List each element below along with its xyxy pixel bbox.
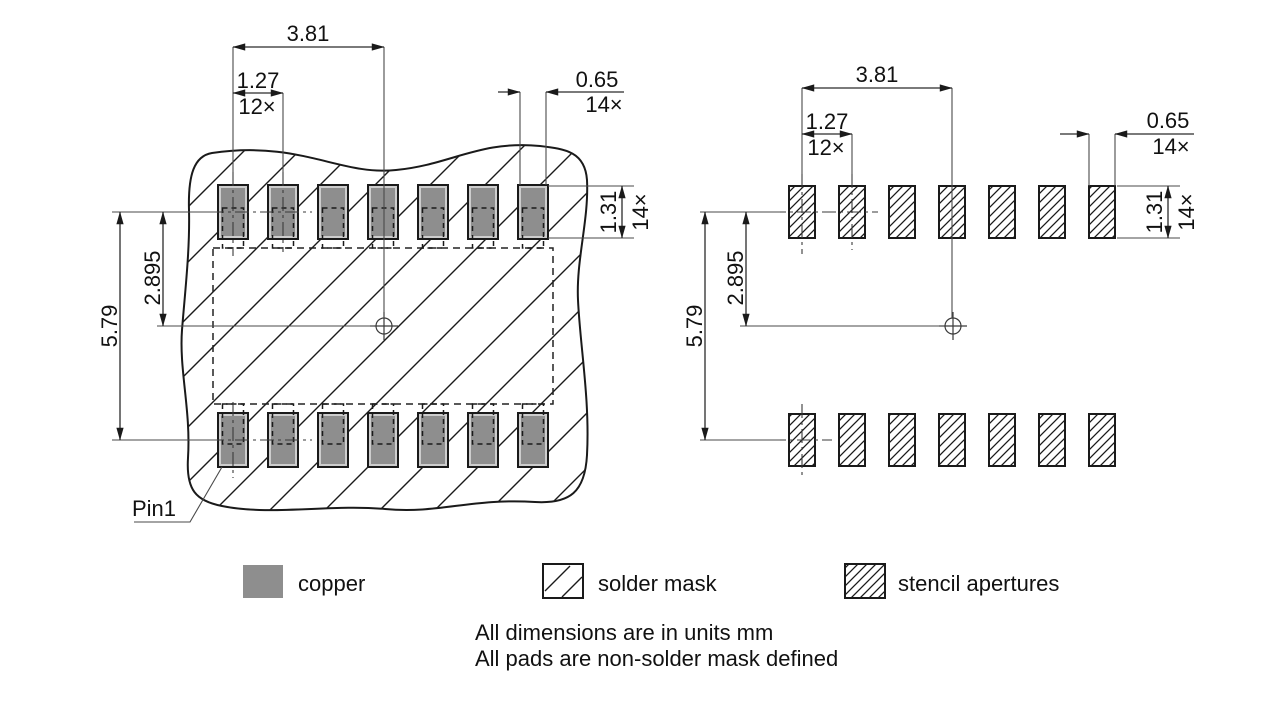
stencil-aperture xyxy=(988,185,1016,239)
dim-width-qty-label-right: 14× xyxy=(1152,134,1189,159)
dimension-lines-left xyxy=(112,43,634,523)
dim-pitch-qty-label-right: 12× xyxy=(807,135,844,160)
legend: copper solder mask stencil apertures xyxy=(243,563,1059,599)
component-pin-outline xyxy=(321,403,345,445)
component-pin-outline xyxy=(371,207,395,249)
dimension-lines-right xyxy=(700,84,1194,441)
solder-mask-opening-ring xyxy=(419,186,447,238)
stencil-aperture xyxy=(1088,185,1116,239)
dim-height-qty-label-right: 14× xyxy=(1174,193,1199,230)
copper-swatch xyxy=(243,565,283,598)
component-pin-outline xyxy=(421,403,445,445)
solder-mask-legend-label: solder mask xyxy=(598,571,718,596)
dim-pitch-qty-label-left: 12× xyxy=(238,94,275,119)
component-pin-outline xyxy=(421,207,445,249)
pin1-label: Pin1 xyxy=(132,496,176,521)
centerlines-left xyxy=(210,172,312,478)
solder-mask-opening-ring xyxy=(319,186,347,238)
solder-mask-opening-ring xyxy=(519,186,547,238)
stencil-aperture xyxy=(888,413,916,467)
dim-span-label-right: 3.81 xyxy=(856,62,899,87)
dim-half-row-label-right: 2.895 xyxy=(723,250,748,305)
component-pin-outline xyxy=(371,403,395,445)
copper-solder-mask-view: 3.81 1.27 12× 0.65 14× 1.31 14× 5.79 2.8… xyxy=(97,21,653,523)
solder-mask-opening-ring xyxy=(369,414,397,466)
stencil-aperture xyxy=(1088,413,1116,467)
drawing-notes: All dimensions are in units mm All pads … xyxy=(475,620,838,671)
solder-mask-opening-ring xyxy=(369,186,397,238)
dim-row-label-right: 5.79 xyxy=(682,305,707,348)
solder-mask-opening-ring xyxy=(469,414,497,466)
component-pin-outline xyxy=(471,403,495,445)
solder-mask-opening-ring xyxy=(519,414,547,466)
dim-height-label-left: 1.31 xyxy=(596,191,621,234)
dim-row-label-left: 5.79 xyxy=(97,305,122,348)
solder-mask-opening-ring xyxy=(469,186,497,238)
stencil-aperture xyxy=(838,413,866,467)
solder-mask-opening-ring xyxy=(319,414,347,466)
dim-height-label-right: 1.31 xyxy=(1142,191,1167,234)
stencil-apertures-legend-label: stencil apertures xyxy=(898,571,1059,596)
component-pin-outline xyxy=(521,403,545,445)
dim-width-label-right: 0.65 xyxy=(1147,108,1190,133)
dim-span-label-left: 3.81 xyxy=(287,21,330,46)
component-pin-outline xyxy=(271,403,295,445)
note-units: All dimensions are in units mm xyxy=(475,620,773,645)
stencil-aperture xyxy=(988,413,1016,467)
dim-width-label-left: 0.65 xyxy=(576,67,619,92)
stencil-aperture xyxy=(1038,185,1066,239)
dim-half-row-label-left: 2.895 xyxy=(140,250,165,305)
stencil-aperture xyxy=(888,185,916,239)
solder-mask-opening-ring xyxy=(419,414,447,466)
solder-mask-hatch xyxy=(181,145,588,511)
component-pin-outline xyxy=(471,207,495,249)
dim-height-qty-label-left: 14× xyxy=(628,193,653,230)
dim-pitch-label-right: 1.27 xyxy=(806,109,849,134)
centerlines-right xyxy=(772,174,878,478)
note-mask-defined: All pads are non-solder mask defined xyxy=(475,646,838,671)
dim-width-qty-label-left: 14× xyxy=(585,92,622,117)
solder-mask-swatch xyxy=(542,563,584,599)
component-pin-outline xyxy=(521,207,545,249)
stencil-apertures-swatch xyxy=(844,563,886,599)
stencil-aperture-view: 3.81 1.27 12× 0.65 14× 1.31 14× 5.79 2.8… xyxy=(682,62,1199,478)
dim-pitch-label-left: 1.27 xyxy=(237,68,280,93)
stencil-aperture xyxy=(938,413,966,467)
component-pin-outline xyxy=(321,207,345,249)
stencil-aperture xyxy=(1038,413,1066,467)
copper-legend-label: copper xyxy=(298,571,365,596)
